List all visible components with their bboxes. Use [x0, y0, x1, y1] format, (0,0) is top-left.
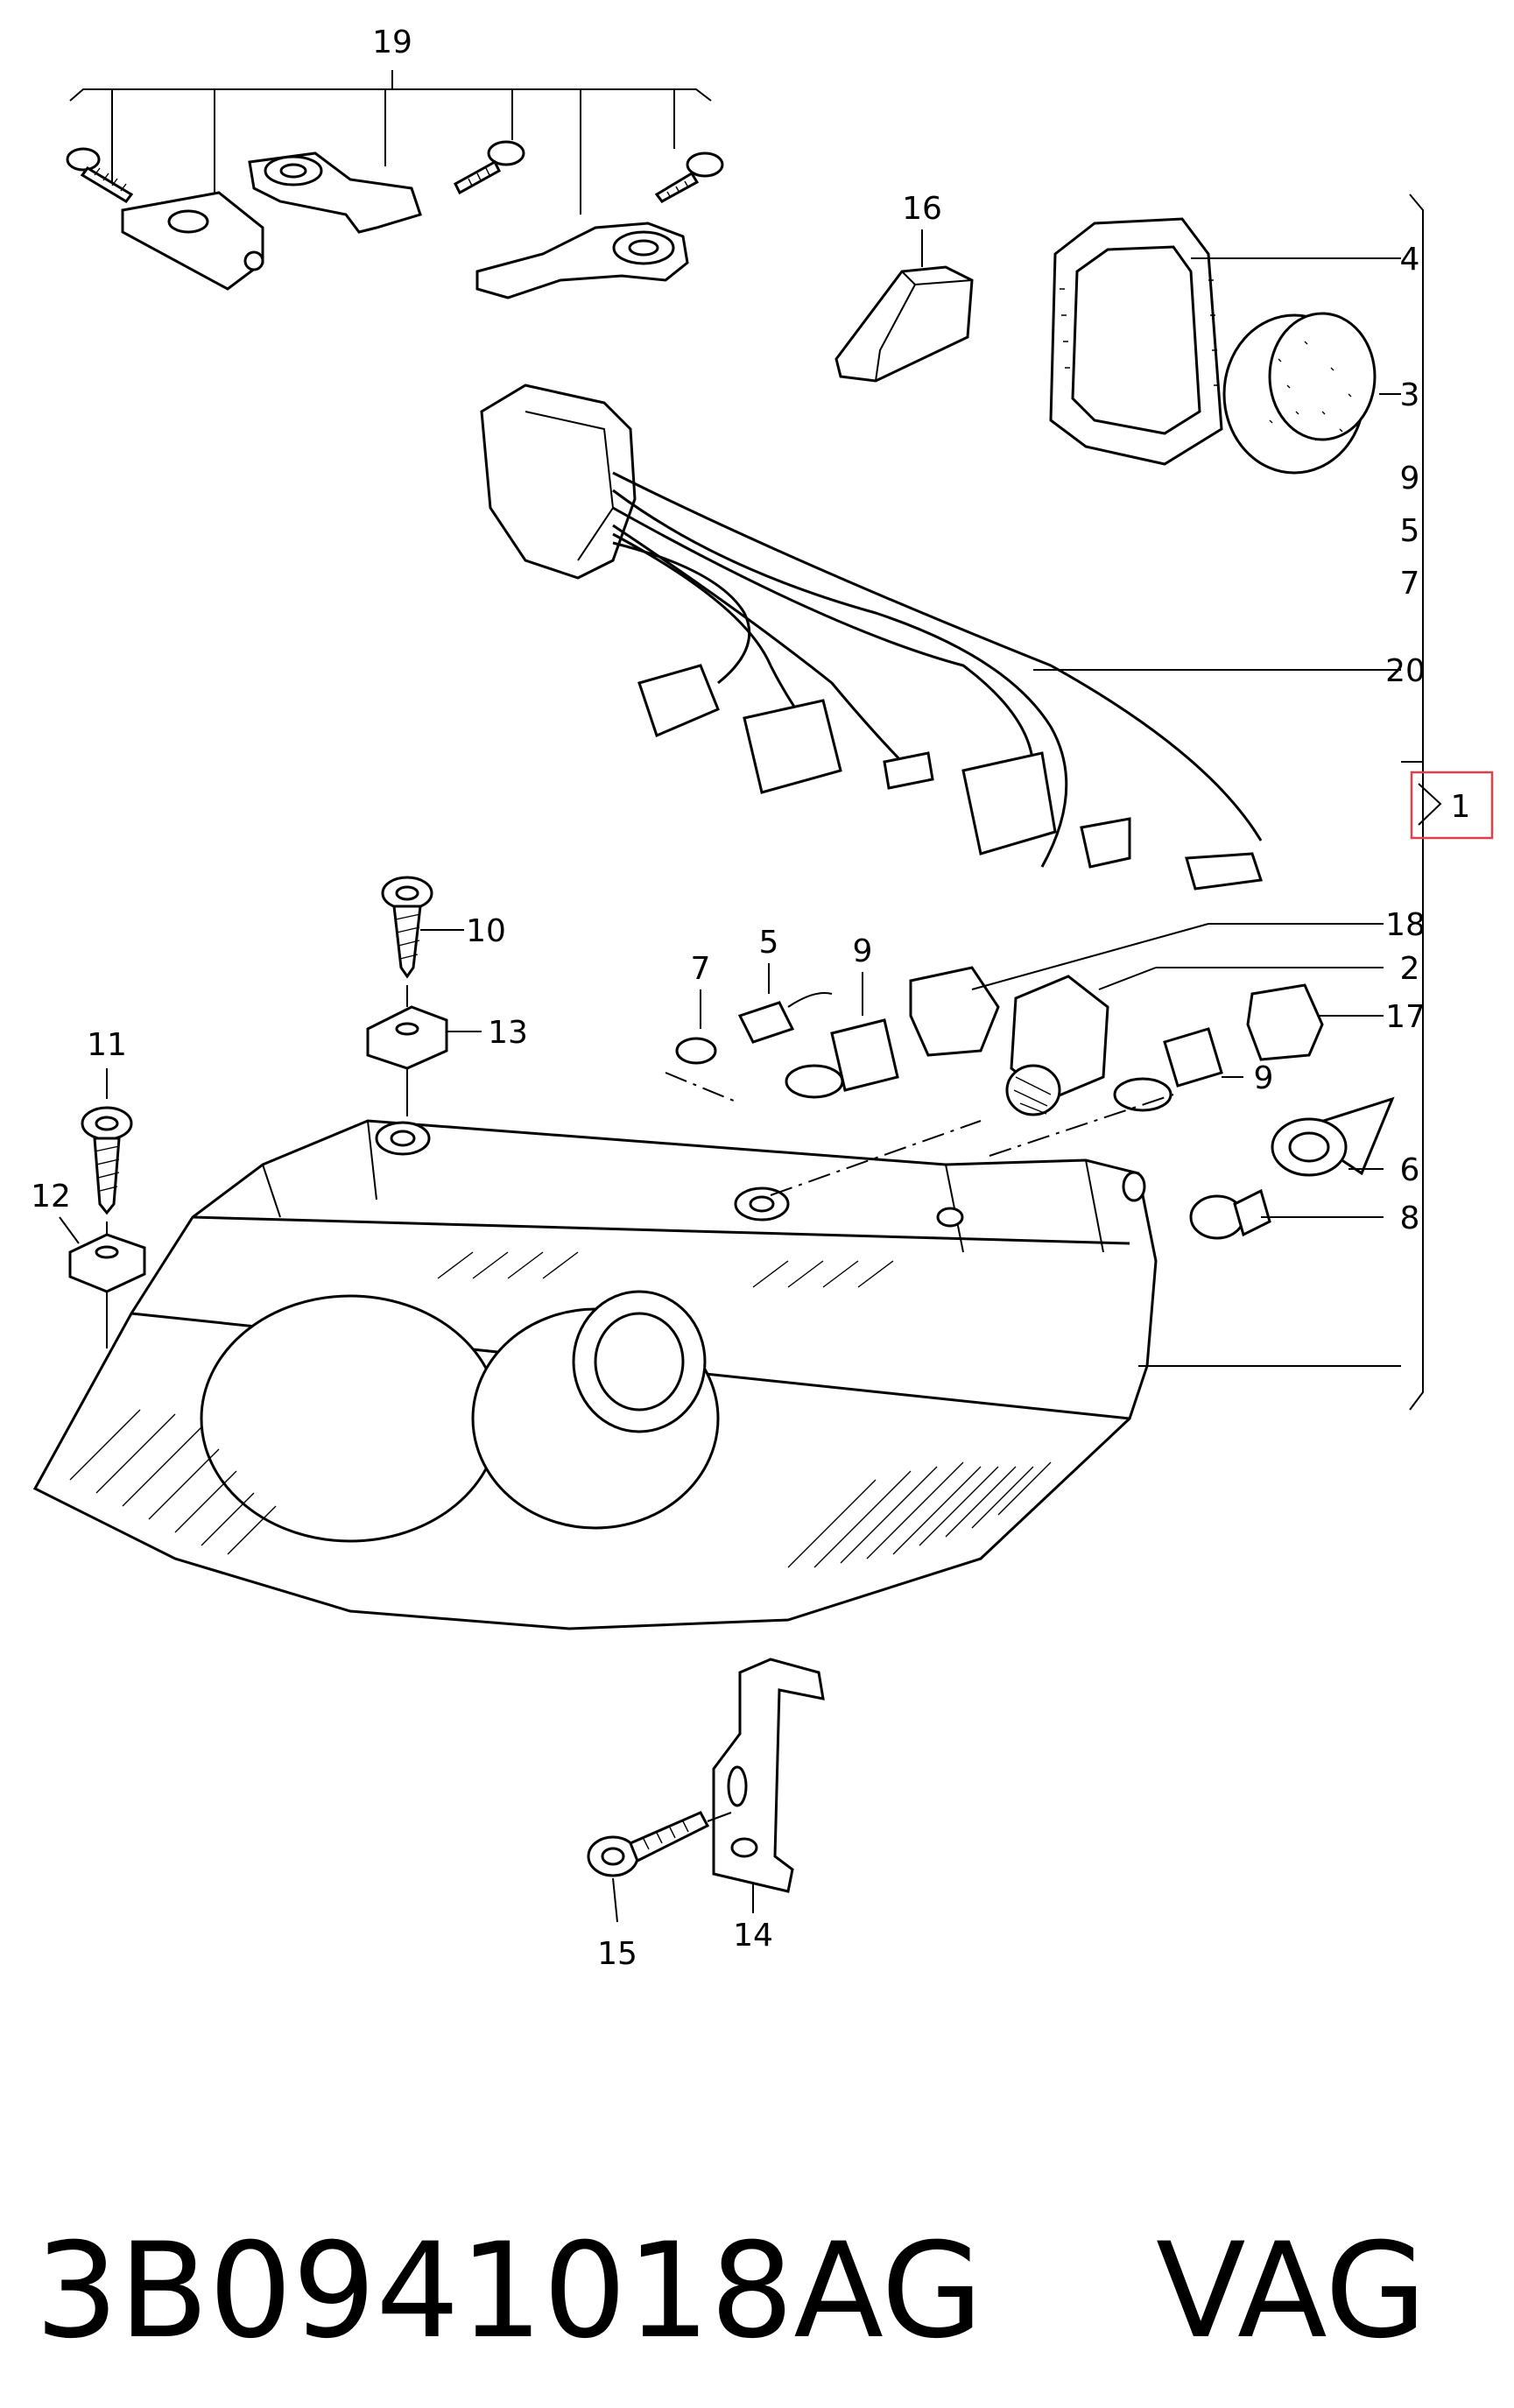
part-16-clip: [834, 229, 974, 383]
part-number-label: 3B0941018AG: [35, 2215, 983, 2368]
callout-16: 16: [902, 191, 942, 227]
part-7-bulb: [665, 989, 741, 1104]
bracket-set-19: [66, 70, 724, 299]
part-9-bulb-right: [1113, 1027, 1243, 1112]
callout-2: 2: [1400, 951, 1420, 987]
part-15-screw: [587, 1811, 732, 1923]
part-14-bracket: [712, 1658, 825, 1913]
part-10-screw: [381, 876, 464, 979]
part-9-bulb-left: [785, 972, 899, 1099]
callout-14: 14: [733, 1918, 773, 1954]
part-12-clip: [59, 1216, 146, 1348]
callout-6: 6: [1400, 1152, 1420, 1188]
headlight-housing: [32, 1094, 1401, 1630]
part-2-motor: [1005, 967, 1384, 1116]
callout-18: 18: [1385, 907, 1426, 943]
callout-9-bulb-left: 9: [853, 933, 873, 969]
callout-13: 13: [488, 1015, 528, 1051]
callout-1-box: [1410, 771, 1494, 840]
callout-20: 20: [1385, 653, 1426, 689]
part-17-holder: [1246, 983, 1384, 1061]
part-20-wiring-harness: [480, 384, 1401, 891]
part-8-bulb: [1189, 1188, 1384, 1240]
callout-7-bulb: 7: [691, 951, 711, 987]
callout-12: 12: [31, 1179, 71, 1215]
callout-10: 10: [466, 913, 506, 949]
callout-11: 11: [87, 1027, 127, 1063]
callout-5-bulb: 5: [759, 925, 779, 961]
callout-17: 17: [1385, 999, 1426, 1035]
part-4-frame: [1049, 217, 1401, 466]
part-3-cap: [1222, 312, 1401, 475]
callout-5-right: 5: [1400, 513, 1420, 549]
part-6-socket: [1271, 1096, 1395, 1177]
callout-9-bulb-right: 9: [1254, 1060, 1274, 1096]
callout-15: 15: [597, 1936, 637, 1972]
brand-label: VAG: [1156, 2215, 1426, 2368]
callout-3: 3: [1400, 377, 1420, 413]
part-13-clip: [366, 985, 482, 1116]
callout-9-right: 9: [1400, 461, 1420, 496]
callout-19: 19: [372, 25, 412, 60]
callout-1: 1: [1451, 789, 1471, 825]
part-5-bulb: [737, 963, 833, 1044]
callout-4: 4: [1400, 242, 1420, 278]
part-18-holder: [909, 923, 1384, 1057]
part-11-screw: [81, 1068, 133, 1215]
assembly-bracket-1: [1401, 194, 1424, 1411]
callout-7-right: 7: [1400, 566, 1420, 602]
callout-8: 8: [1400, 1200, 1420, 1236]
